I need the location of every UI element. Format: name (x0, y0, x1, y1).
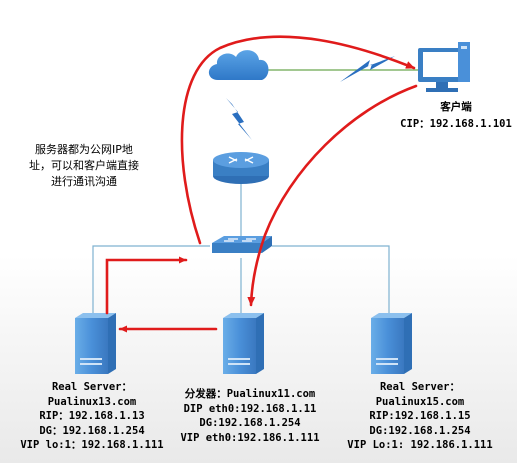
realserver-13-line-4: DG：192.168.1.254 (39, 424, 145, 437)
note-line-2: 址，可以和客户端直接 (29, 159, 139, 172)
arrow-realserver-to-switch (105, 256, 188, 315)
client-title: 客户端 (440, 101, 472, 113)
realserver-15-label: Real Server： Pualinux15.com RIP:192.168.… (330, 380, 510, 453)
server-icon-center (223, 313, 264, 374)
switch-icon (212, 236, 272, 253)
router-icon (213, 152, 269, 184)
realserver-15-line-3: RIP:192.168.1.15 (369, 410, 471, 422)
client-label: 客户端 CIP：192.168.1.101 (400, 101, 512, 130)
realserver-15-line-2: Pualinux15.com (375, 395, 465, 408)
flow-arrows (105, 35, 418, 333)
realserver-13-line-3: RIP：192.168.1.13 (39, 410, 145, 422)
dispatcher-line-1: 分发器：Pualinux11.com (184, 388, 316, 400)
lightning-icon-link (340, 56, 395, 82)
network-wires (92, 183, 390, 318)
realserver-15-line-1: Real Server： (379, 381, 461, 393)
realserver-13-label: Real Server： Pualinux13.com RIP：192.168.… (4, 380, 180, 453)
dispatcher-line-4: VIP eth0:192.186.1.111 (180, 431, 320, 444)
realserver-15-line-5: VIP Lo:1: 192.186.1.111 (347, 439, 493, 451)
realserver-13-line-5: VIP lo:1：192.168.1.111 (20, 439, 164, 451)
dispatcher-line-2: DIP eth0:192.168.1.11 (183, 402, 317, 415)
note-line-1: 服务器都为公网IP地 (35, 143, 133, 156)
dispatcher-label: 分发器：Pualinux11.com DIP eth0:192.168.1.11… (172, 387, 328, 445)
arrow-client-to-dispatcher (247, 84, 418, 307)
lightning-icon (226, 98, 252, 140)
realserver-13-line-1: Real Server： (51, 381, 133, 393)
cloud-icon (208, 50, 269, 80)
server-icon-left (75, 313, 116, 374)
arrow-switch-to-client (180, 35, 416, 245)
realserver-15-line-4: DG:192.168.1.254 (369, 424, 471, 437)
wire-switch-left (92, 245, 210, 318)
note-line-3: 进行通讯沟通 (51, 175, 117, 188)
dispatcher-line-3: DG:192.168.1.254 (199, 417, 301, 429)
network-note: 服务器都为公网IP地 址，可以和客户端直接 进行通讯沟通 (20, 142, 148, 190)
computer-icon (418, 42, 470, 92)
wire-switch-right (272, 245, 390, 318)
server-icon-right (371, 313, 412, 374)
realserver-13-line-2: Pualinux13.com (47, 395, 137, 408)
client-cip: CIP：192.168.1.101 (400, 118, 512, 130)
